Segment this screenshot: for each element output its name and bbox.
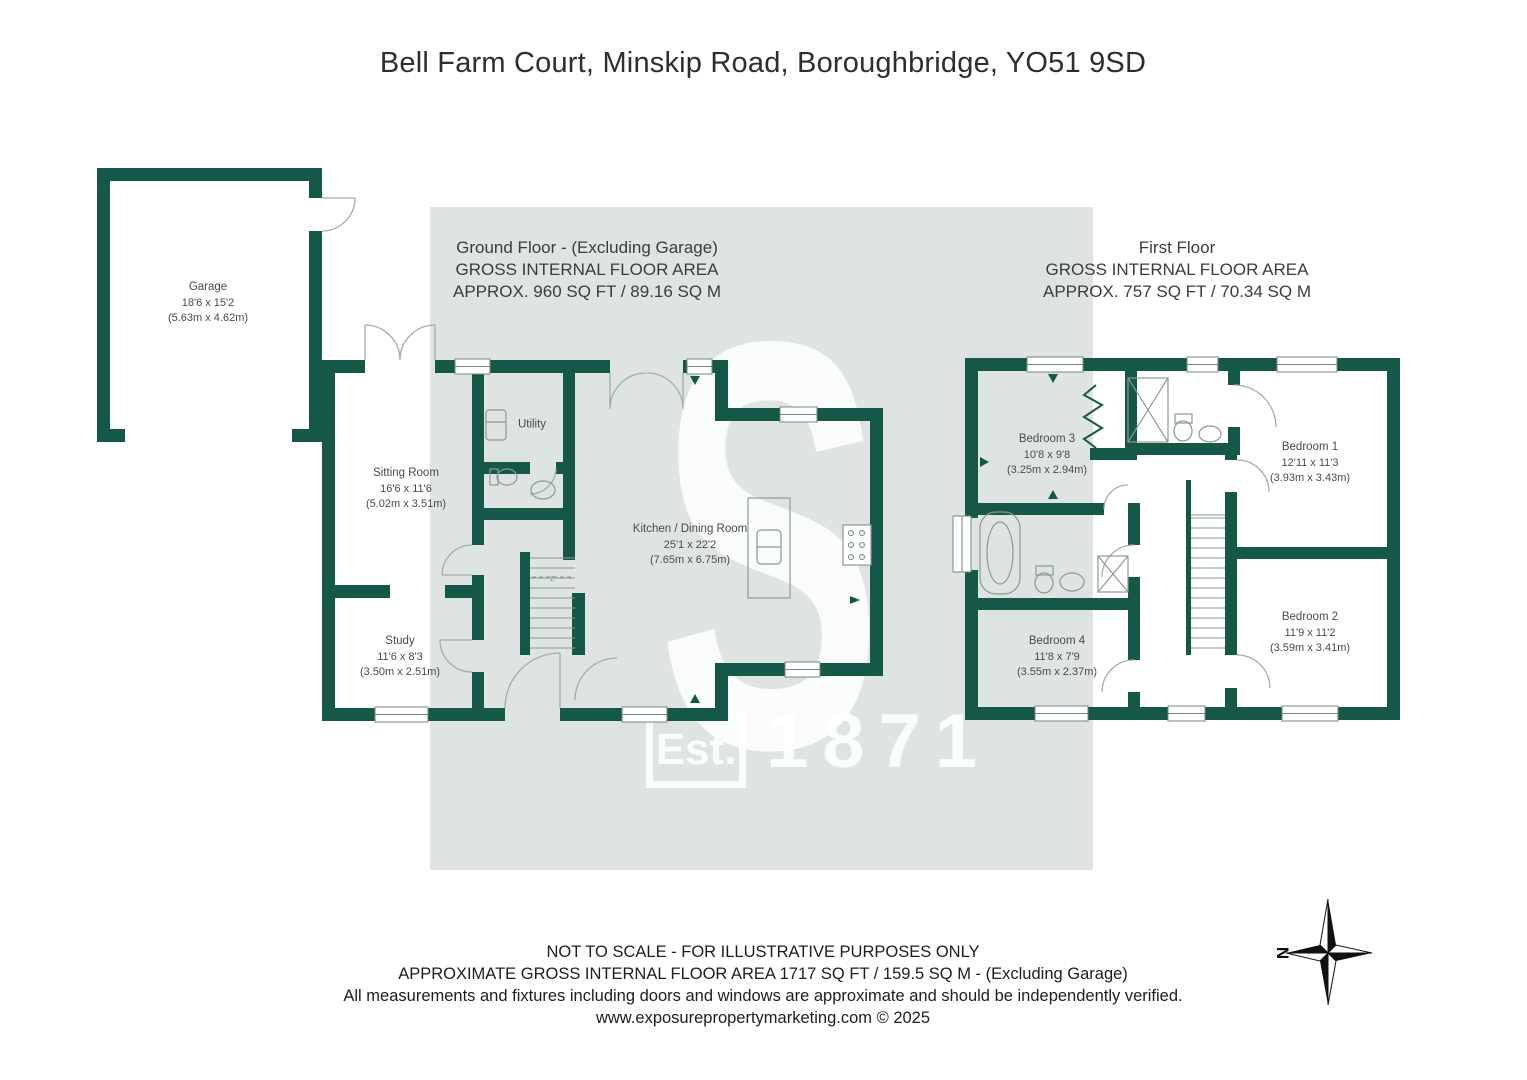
room-dims-m: (5.02m x 3.51m) <box>365 497 447 510</box>
room-name: Kitchen / Dining Room <box>632 522 748 535</box>
bathroom-toilet-icon <box>1034 565 1054 594</box>
stairs-direction-mark: z <box>550 573 555 583</box>
window-center-lines <box>375 364 1338 715</box>
room-dims-m: (3.93m x 3.43m) <box>1269 471 1351 484</box>
footer-line-1: NOT TO SCALE - FOR ILLUSTRATIVE PURPOSES… <box>546 943 980 961</box>
room-dims-m: (3.25m x 2.94m) <box>1006 463 1088 476</box>
room-name: Bedroom 3 <box>1018 432 1076 445</box>
room-name: Bedroom 1 <box>1281 440 1339 453</box>
room-label-bedroom-2: Bedroom 2 11'9 x 11'2 (3.59m x 3.41m) <box>1270 610 1350 657</box>
fixtures <box>485 377 1222 599</box>
footer-line-2: APPROXIMATE GROSS INTERNAL FLOOR AREA 17… <box>398 965 1128 983</box>
room-dims-ft: 12'11 x 11'3 <box>1281 456 1339 469</box>
room-dims-ft: 25'1 x 22'2 <box>663 538 717 551</box>
room-dims-ft: 10'8 x 9'8 <box>1023 448 1071 461</box>
room-dims-m: (3.59m x 3.41m) <box>1269 641 1351 654</box>
wardrobe-zigzag <box>1082 384 1104 449</box>
compass-north-label: N <box>1273 947 1292 959</box>
room-dims-ft: 11'6 x 8'3 <box>377 650 423 663</box>
bath-icon <box>979 511 1021 595</box>
page-title: Bell Farm Court, Minskip Road, Boroughbr… <box>379 47 1147 79</box>
room-label-sitting-room: Sitting Room 16'6 x 11'6 (5.02m x 3.51m) <box>366 466 446 513</box>
room-dims-ft: 11'8 x 7'9 <box>1034 650 1080 663</box>
wc-toilet-icon <box>489 468 518 486</box>
first-floor-walls <box>965 358 1400 720</box>
ground-floor-title: Ground Floor - (Excluding Garage) <box>456 238 718 257</box>
ground-floor-walls <box>97 168 883 721</box>
room-dims-ft: 18'6 x 15'2 <box>181 296 235 309</box>
room-label-bedroom-3: Bedroom 3 10'8 x 9'8 (3.25m x 2.94m) <box>1007 432 1087 479</box>
footer-line-4: www.exposurepropertymarketing.com © 2025 <box>595 1009 931 1027</box>
room-name: Study <box>385 634 415 647</box>
first-floor-title: First Floor <box>1138 238 1216 257</box>
room-name: Utility <box>517 418 547 431</box>
ground-stairs <box>530 557 575 649</box>
bathroom-basin-icon <box>1059 572 1085 592</box>
room-label-bedroom-4: Bedroom 4 11'8 x 7'9 (3.55m x 2.37m) <box>1017 634 1097 681</box>
room-dims-m: (3.50m x 2.51m) <box>359 665 441 678</box>
ground-floor-header: Ground Floor - (Excluding Garage) GROSS … <box>453 237 721 303</box>
room-label-utility: Utility <box>518 417 546 433</box>
ensuite-shower-icon <box>1127 377 1169 443</box>
room-dims-m: (5.63m x 4.62m) <box>167 311 249 324</box>
first-floor-stairs <box>1191 514 1225 649</box>
room-name: Sitting Room <box>373 466 439 479</box>
background-shade <box>430 207 1093 870</box>
wc-basin-icon <box>530 480 556 500</box>
room-name: Bedroom 4 <box>1028 634 1086 647</box>
room-label-kitchen-dining: Kitchen / Dining Room 25'1 x 22'2 (7.65m… <box>633 522 747 569</box>
ground-floor-subtitle: GROSS INTERNAL FLOOR AREA <box>455 260 719 279</box>
room-name: Garage <box>188 280 228 293</box>
bathroom-shower-icon <box>1097 555 1129 593</box>
compass-star <box>1285 898 1373 1006</box>
room-label-study: Study 11'6 x 8'3 (3.50m x 2.51m) <box>360 634 440 681</box>
first-floor-area: APPROX. 757 SQ FT / 70.34 SQ M <box>1042 282 1312 301</box>
utility-sink-icon <box>485 409 507 441</box>
room-dims-m: (3.55m x 2.37m) <box>1016 665 1098 678</box>
room-label-garage: Garage 18'6 x 15'2 (5.63m x 4.62m) <box>168 280 248 327</box>
watermark-year: 1871 <box>766 699 992 784</box>
room-label-bedroom-1: Bedroom 1 12'11 x 11'3 (3.93m x 3.43m) <box>1270 440 1350 487</box>
ensuite-basin-icon <box>1198 425 1222 443</box>
marker-triangles <box>690 374 1058 703</box>
ensuite-toilet-icon <box>1173 413 1193 442</box>
first-floor-header: First Floor GROSS INTERNAL FLOOR AREA AP… <box>1043 237 1311 303</box>
footer-disclaimer: NOT TO SCALE - FOR ILLUSTRATIVE PURPOSES… <box>343 941 1182 1029</box>
room-name: Bedroom 2 <box>1281 610 1339 623</box>
door-arcs <box>321 197 1277 709</box>
cooktop-icon <box>842 524 872 566</box>
room-dims-ft: 11'9 x 11'2 <box>1284 626 1336 639</box>
footer-line-3: All measurements and fixtures including … <box>343 987 1183 1005</box>
room-dims-m: (7.65m x 6.75m) <box>649 553 731 566</box>
compass-rose-icon: N <box>1273 898 1373 1006</box>
kitchen-island <box>747 497 791 599</box>
first-floor-subtitle: GROSS INTERNAL FLOOR AREA <box>1045 260 1309 279</box>
ground-floor-area: APPROX. 960 SQ FT / 89.16 SQ M <box>452 282 722 301</box>
room-dims-ft: 16'6 x 11'6 <box>380 482 432 495</box>
